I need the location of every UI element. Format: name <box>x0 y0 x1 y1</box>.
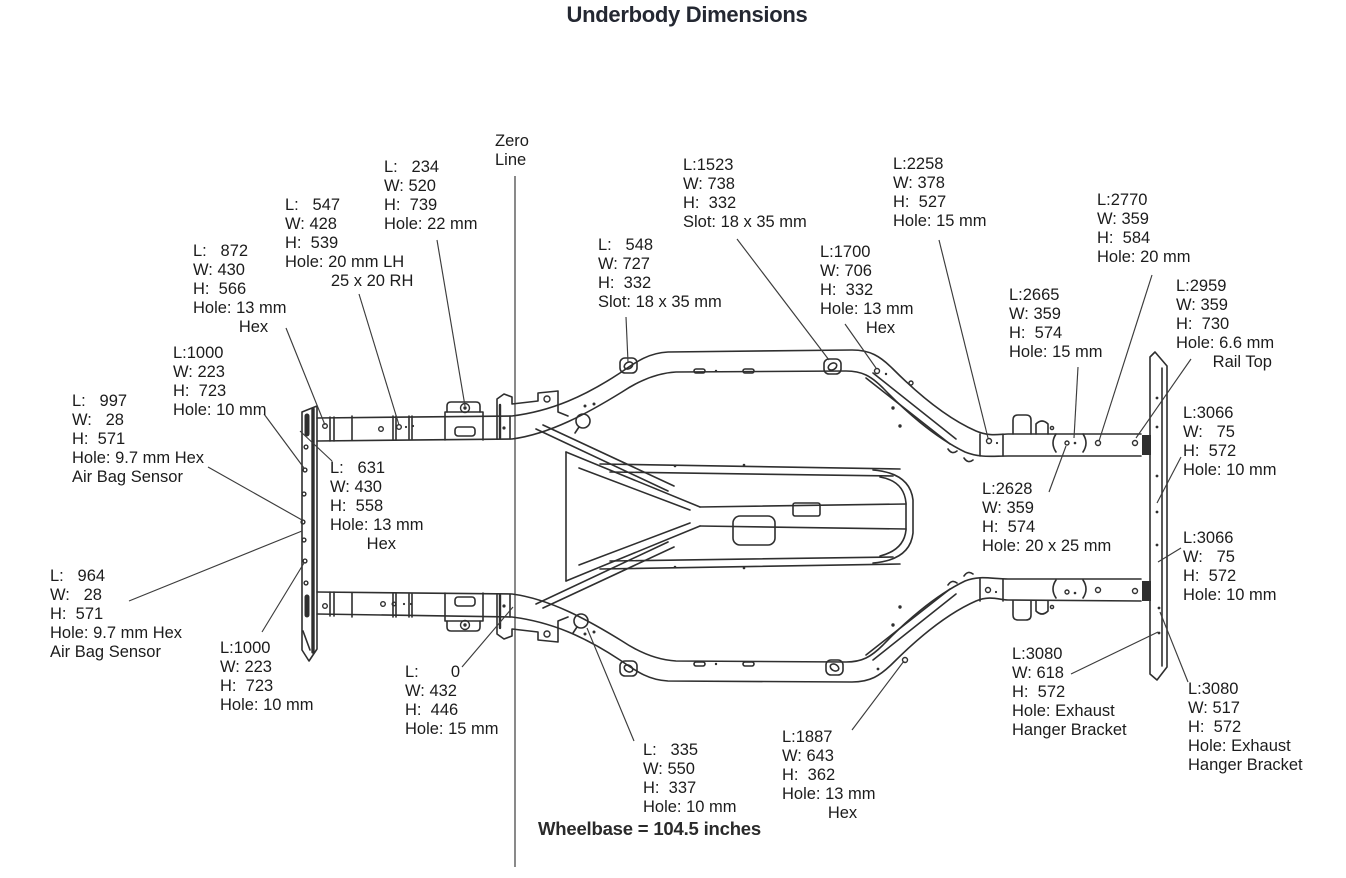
callout-l1887: L:1887 W: 643 H: 362 Hole: 13 mm Hex <box>782 728 876 822</box>
callout-l234: L: 234 W: 520 H: 739 Hole: 22 mm <box>384 158 478 233</box>
callout-l2770: L:2770 W: 359 H: 584 Hole: 20 mm <box>1097 191 1191 266</box>
callout-l872: L: 872 W: 430 H: 566 Hole: 13 mm Hex <box>193 242 287 336</box>
callout-l1000-top: L:1000 W: 223 H: 723 Hole: 10 mm <box>173 344 267 419</box>
frame-end-caps <box>1142 435 1151 601</box>
page-title: Underbody Dimensions <box>566 2 808 27</box>
zero-line-label: Zero Line <box>495 132 529 169</box>
callout-l3080-right: L:3080 W: 517 H: 572 Hole: Exhaust Hange… <box>1188 680 1303 774</box>
callout-l964: L: 964 W: 28 H: 571 Hole: 9.7 mm Hex Air… <box>50 567 183 661</box>
callout-l1000-bottom: L:1000 W: 223 H: 723 Hole: 10 mm <box>220 639 314 714</box>
callout-l1523: L:1523 W: 738 H: 332 Slot: 18 x 35 mm <box>683 156 807 231</box>
frame-holes <box>300 367 1139 664</box>
callout-l1700: L:1700 W: 706 H: 332 Hole: 13 mm Hex <box>820 243 914 337</box>
callout-l631: L: 631 W: 430 H: 558 Hole: 13 mm Hex <box>330 459 424 553</box>
callout-l547: L: 547 W: 428 H: 539 Hole: 20 mm LH 25 x… <box>285 196 414 290</box>
callout-l548: L: 548 W: 727 H: 332 Slot: 18 x 35 mm <box>598 236 722 311</box>
frame-outline <box>301 349 1168 683</box>
callout-l0: L: 0 W: 432 H: 446 Hole: 15 mm <box>405 663 499 738</box>
callout-l3066-bottom: L:3066 W: 75 H: 572 Hole: 10 mm <box>1183 529 1277 604</box>
callout-l2628: L:2628 W: 359 H: 574 Hole: 20 x 25 mm <box>982 480 1112 555</box>
callout-l3080-left: L:3080 W: 618 H: 572 Hole: Exhaust Hange… <box>1012 645 1127 739</box>
wheelbase-label: Wheelbase = 104.5 inches <box>538 818 761 839</box>
callout-l2665: L:2665 W: 359 H: 574 Hole: 15 mm <box>1009 286 1103 361</box>
callout-l2258: L:2258 W: 378 H: 527 Hole: 15 mm <box>893 155 987 230</box>
frame-hole-dots <box>402 369 1161 671</box>
leader-lines <box>128 238 1192 742</box>
callout-l3066-top: L:3066 W: 75 H: 572 Hole: 10 mm <box>1183 404 1277 479</box>
callout-l997: L: 997 W: 28 H: 571 Hole: 9.7 mm Hex Air… <box>72 392 205 486</box>
callout-l335: L: 335 W: 550 H: 337 Hole: 10 mm <box>643 741 737 816</box>
callout-l2959: L:2959 W: 359 H: 730 Hole: 6.6 mm Rail T… <box>1176 277 1275 371</box>
